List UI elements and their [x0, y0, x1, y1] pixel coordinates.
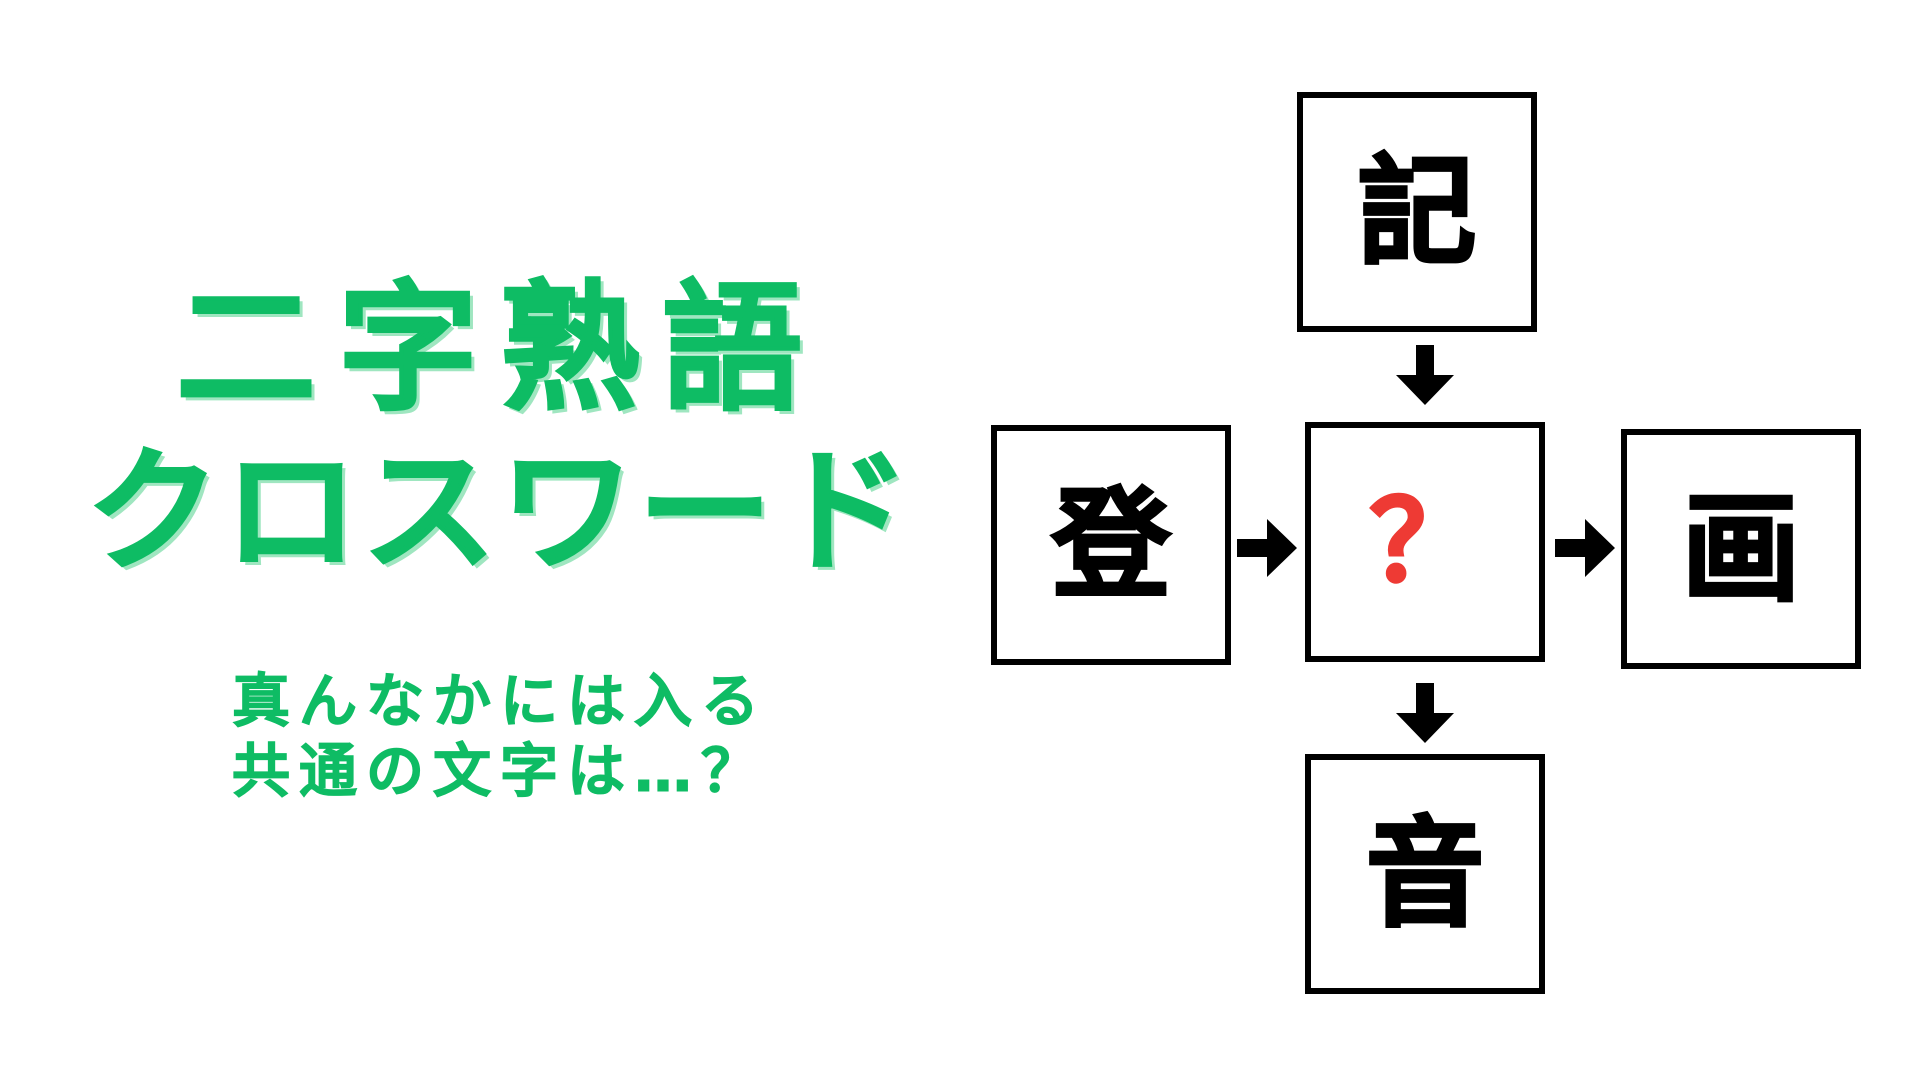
kanji-right: 画 [1680, 480, 1801, 618]
kanji-left: 登 [1050, 476, 1171, 614]
question-mark: ？ [1369, 478, 1482, 606]
kanji-bottom: 音 [1364, 805, 1485, 943]
subtitle-line-1: 真んなかには入る [231, 667, 768, 736]
puzzle-box-bottom: 音 [1305, 754, 1545, 994]
puzzle-box-right: 画 [1621, 429, 1861, 669]
arrow-right-center-icon [1555, 519, 1615, 577]
puzzle-box-left: 登 [991, 425, 1231, 665]
arrow-down-top-icon [1396, 345, 1454, 405]
puzzle-box-top: 記 [1297, 92, 1537, 332]
subtitle-line-2: 共通の文字は…？ [231, 737, 768, 806]
title-line-2: クロスワード [85, 433, 914, 591]
puzzle-box-center: ？ [1305, 422, 1545, 662]
kanji-top: 記 [1356, 143, 1477, 281]
arrow-right-left-icon [1237, 519, 1297, 577]
title-line-1: 二字熟語 [175, 268, 824, 431]
arrow-down-center-icon [1396, 683, 1454, 743]
